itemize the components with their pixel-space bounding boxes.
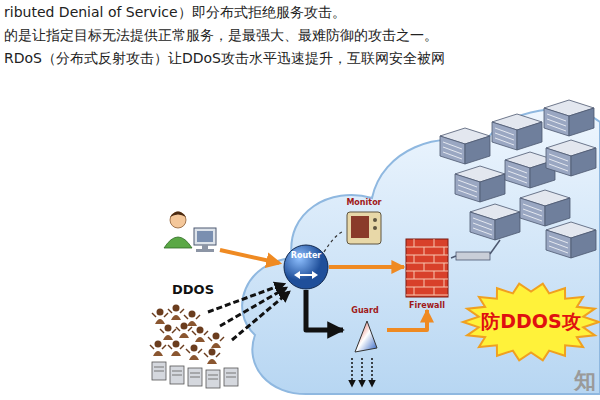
firewall-icon: Firewall — [404, 238, 450, 310]
monitor-icon: Monitor — [340, 198, 388, 246]
callout-burst: 防DDOS攻 — [462, 282, 600, 362]
guard-icon: Guard — [343, 306, 387, 354]
attack-label: DDOS — [172, 282, 214, 298]
flow-arrow — [329, 265, 404, 269]
watermark: 知 — [574, 368, 596, 394]
flow-arrow — [306, 290, 343, 330]
node-label: 防DDOS攻 — [481, 311, 580, 333]
intro-text: ributed Denial of Service）即分布式拒绝服务攻击。 — [4, 4, 346, 21]
router-icon: Router — [283, 244, 329, 290]
intro-text: RDoS（分布式反射攻击）让DDoS攻击水平迅速提升，互联网安全被网 — [4, 50, 445, 67]
firewall-icon-shape — [404, 238, 450, 310]
flow-arrow — [387, 310, 427, 330]
node-label: Router — [291, 251, 322, 260]
node-label: Guard — [351, 306, 378, 315]
node-label: Firewall — [409, 301, 445, 310]
node-label: Monitor — [346, 198, 381, 207]
intro-text: 的是让指定目标无法提供正常服务，是最强大、最难防御的攻击之一。 — [4, 27, 438, 44]
router-icon-shape — [283, 244, 329, 290]
